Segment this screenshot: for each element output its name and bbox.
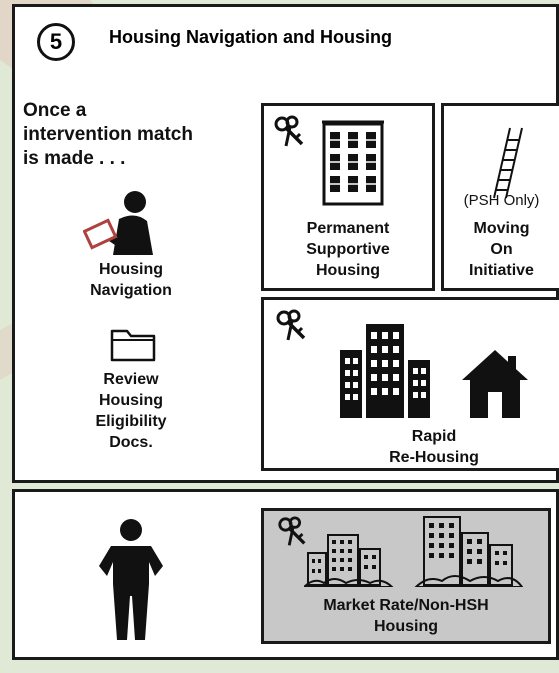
psh-only-note: (PSH Only) bbox=[463, 192, 540, 209]
city-buildings-icon bbox=[340, 324, 430, 418]
city-buildings-icon bbox=[304, 534, 394, 587]
apartment-building-icon bbox=[322, 120, 384, 206]
keys-icon bbox=[276, 309, 306, 341]
housing-navigation-label: Housing Navigation bbox=[90, 261, 172, 299]
city-buildings-icon bbox=[414, 516, 524, 587]
panel-title: Housing Navigation and Housing bbox=[109, 27, 392, 47]
housing-navigation-panel: 5 Housing Navigation and Housing Once a … bbox=[12, 4, 559, 483]
market-rate-box: Market Rate/Non-HSH Housing bbox=[261, 508, 551, 644]
moving-on-label: Moving On Initiative bbox=[469, 220, 534, 279]
keys-icon bbox=[274, 115, 304, 147]
house-icon bbox=[462, 350, 528, 418]
standing-person-icon bbox=[99, 519, 163, 640]
folder-icon bbox=[110, 329, 156, 362]
intro-line: intervention match bbox=[23, 124, 193, 145]
rapid-rehousing-box: Rapid Re-Housing bbox=[261, 297, 559, 471]
ladder-icon bbox=[493, 127, 523, 199]
intro-text: Once a intervention match is made . . . bbox=[23, 99, 193, 171]
moving-on-initiative-box: (PSH Only) Moving On Initiative bbox=[441, 103, 559, 291]
review-docs-label: Review Housing Eligibility Docs. bbox=[95, 371, 167, 451]
market-rate-panel: Market Rate/Non-HSH Housing bbox=[12, 489, 559, 660]
step-number-badge: 5 bbox=[37, 23, 75, 61]
keys-icon bbox=[278, 516, 306, 546]
person-with-tablet-icon bbox=[83, 191, 153, 255]
rapid-rehousing-label: Rapid Re-Housing bbox=[389, 428, 479, 466]
intro-line: Once a bbox=[23, 100, 87, 121]
psh-label: Permanent Supportive Housing bbox=[306, 220, 390, 279]
permanent-supportive-housing-box: Permanent Supportive Housing bbox=[261, 103, 435, 291]
market-rate-label: Market Rate/Non-HSH Housing bbox=[323, 597, 489, 635]
intro-line: is made . . . bbox=[23, 148, 126, 169]
